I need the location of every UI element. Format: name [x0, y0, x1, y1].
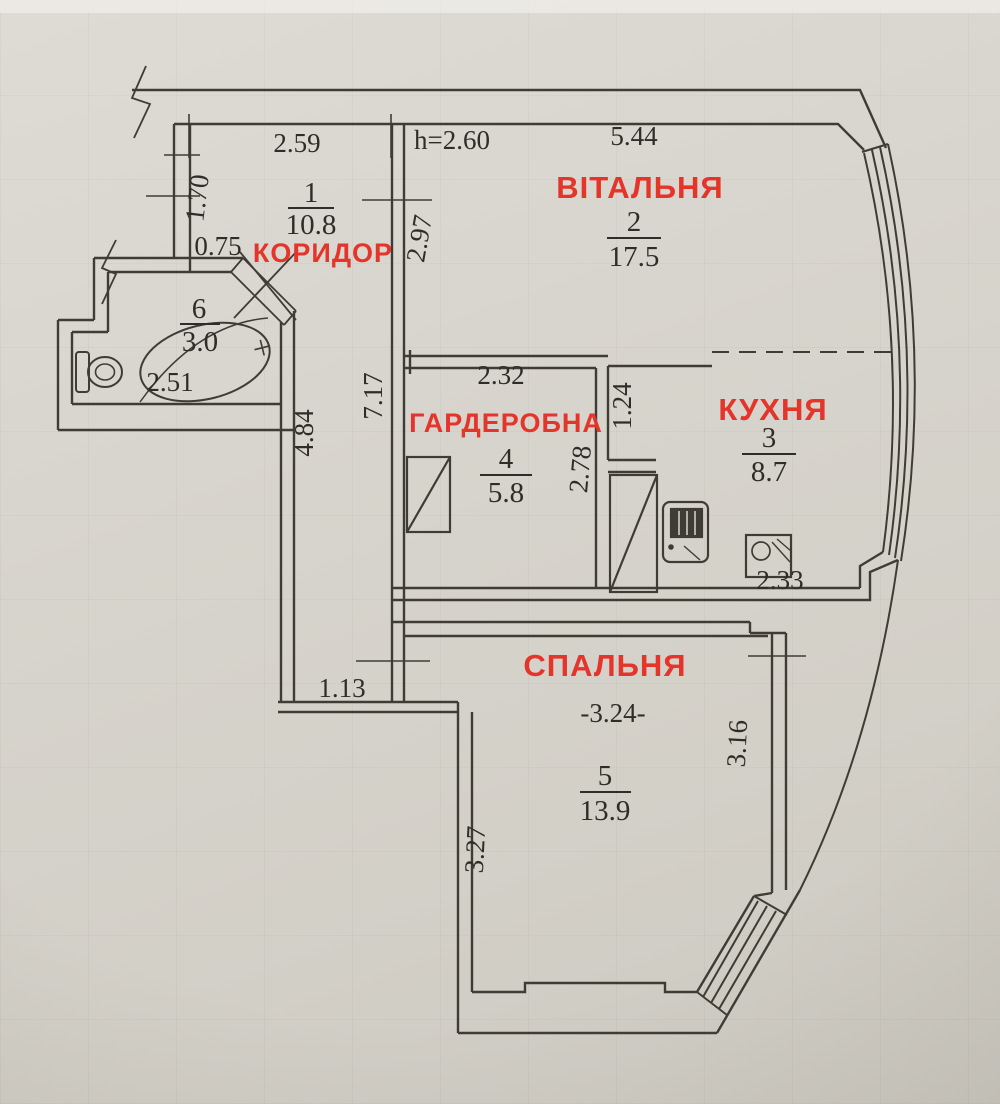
room-label-kukhnia: КУХНЯ	[718, 392, 827, 427]
room-area-spalnia: 13.9	[580, 795, 631, 827]
labels-group: КОРИДОР ВІТАЛЬНЯ КУХНЯ ГАРДЕРОБНА СПАЛЬН…	[146, 121, 827, 874]
passage-bottom-wall	[278, 700, 458, 714]
room-number-vitalnia: 2	[627, 206, 642, 238]
room-label-koridor: КОРИДОР	[253, 238, 393, 268]
room-area-vitalnia: 17.5	[609, 241, 660, 273]
room-number-kukhnia: 3	[762, 422, 777, 454]
dim-bathroom-width: 2.51	[146, 367, 193, 397]
corridor-bottom-wall	[94, 256, 243, 274]
bedroom-left-wall	[456, 702, 474, 1033]
dim-kukhnia-bottom: 2.33	[756, 565, 803, 595]
bedroom-diagonal-wall	[695, 889, 802, 1034]
level-mark-spalnia: -3.24-	[580, 698, 645, 728]
wall-break-top	[130, 65, 152, 139]
bathroom-door	[230, 257, 297, 326]
dim-spalnia-right: 3.16	[721, 719, 753, 768]
bedroom-right-wall	[753, 633, 788, 898]
kitchen-bottom-wall	[392, 550, 899, 602]
harderobna-top-wall	[404, 350, 608, 374]
room-label-harderobna: ГАРДЕРОБНА	[409, 408, 603, 438]
room-label-spalnia: СПАЛЬНЯ	[523, 648, 686, 683]
photo-top-edge	[0, 0, 1000, 13]
kitchen-step-wall	[608, 458, 656, 474]
dim-spalnia-left: 3.27	[459, 825, 491, 874]
dim-ceiling-height: h=2.60	[414, 125, 490, 155]
room-area-bathroom: 3.0	[182, 326, 218, 358]
bedroom-corner-window	[696, 895, 788, 1016]
outer-curve-lower	[799, 559, 899, 891]
dim-passage-bottom: 1.13	[318, 673, 365, 703]
room-number-koridor: 1	[304, 177, 319, 209]
bathroom-right-wall	[279, 311, 296, 702]
wall-break-left	[100, 239, 118, 305]
stove-fixture	[661, 500, 710, 564]
dim-kukhnia-left-lower: 2.78	[563, 444, 597, 494]
dim-left-upper: 1.70	[179, 173, 215, 224]
bedroom-bottom-wall	[458, 981, 717, 1035]
bathroom-door-cross	[233, 249, 299, 321]
dim-passage-left: 4.84	[289, 409, 319, 457]
curved-window-wall	[861, 143, 916, 562]
harderobna-right-wall	[594, 366, 610, 588]
sink-fixture	[744, 533, 793, 579]
room-number-harderobna: 4	[499, 443, 514, 475]
dim-vitalnia-top: 5.44	[610, 121, 658, 151]
room-area-koridor: 10.8	[286, 209, 337, 241]
wardrobe-symbol-harderobna	[405, 455, 452, 534]
bathtub-fixture	[139, 321, 271, 403]
room-label-vitalnia: ВІТАЛЬНЯ	[556, 170, 723, 205]
top-wall-outer	[132, 88, 888, 149]
windows-group	[696, 143, 916, 1016]
dim-koridor-length: 7.17	[358, 372, 388, 419]
dim-left-lower: 0.75	[194, 231, 241, 261]
dim-kukhnia-left-upper: 1.24	[607, 382, 637, 430]
bathroom-outer-wall	[56, 258, 294, 432]
room-number-bathroom: 6	[192, 293, 207, 325]
top-wall-inner	[174, 122, 865, 151]
fixtures-group	[75, 321, 793, 594]
dimension-ticks	[146, 114, 806, 662]
room-number-spalnia: 5	[598, 760, 613, 792]
dim-koridor-top: 2.59	[273, 128, 320, 158]
dim-vitalnia-left: 2.97	[400, 213, 438, 265]
symbols-group	[100, 65, 806, 662]
room-area-kukhnia: 8.7	[751, 456, 787, 488]
wardrobe-symbol-kitchen	[608, 473, 659, 594]
bedroom-top-wall	[392, 620, 786, 638]
room-area-harderobna: 5.8	[488, 477, 524, 509]
bathroom-door-swing	[139, 317, 269, 403]
dim-harderobna-top: 2.32	[477, 360, 524, 390]
walls-group	[56, 88, 899, 1035]
toilet-fixture	[75, 351, 123, 393]
corridor-living-wall	[390, 124, 406, 702]
corridor-left-wall	[172, 124, 192, 272]
